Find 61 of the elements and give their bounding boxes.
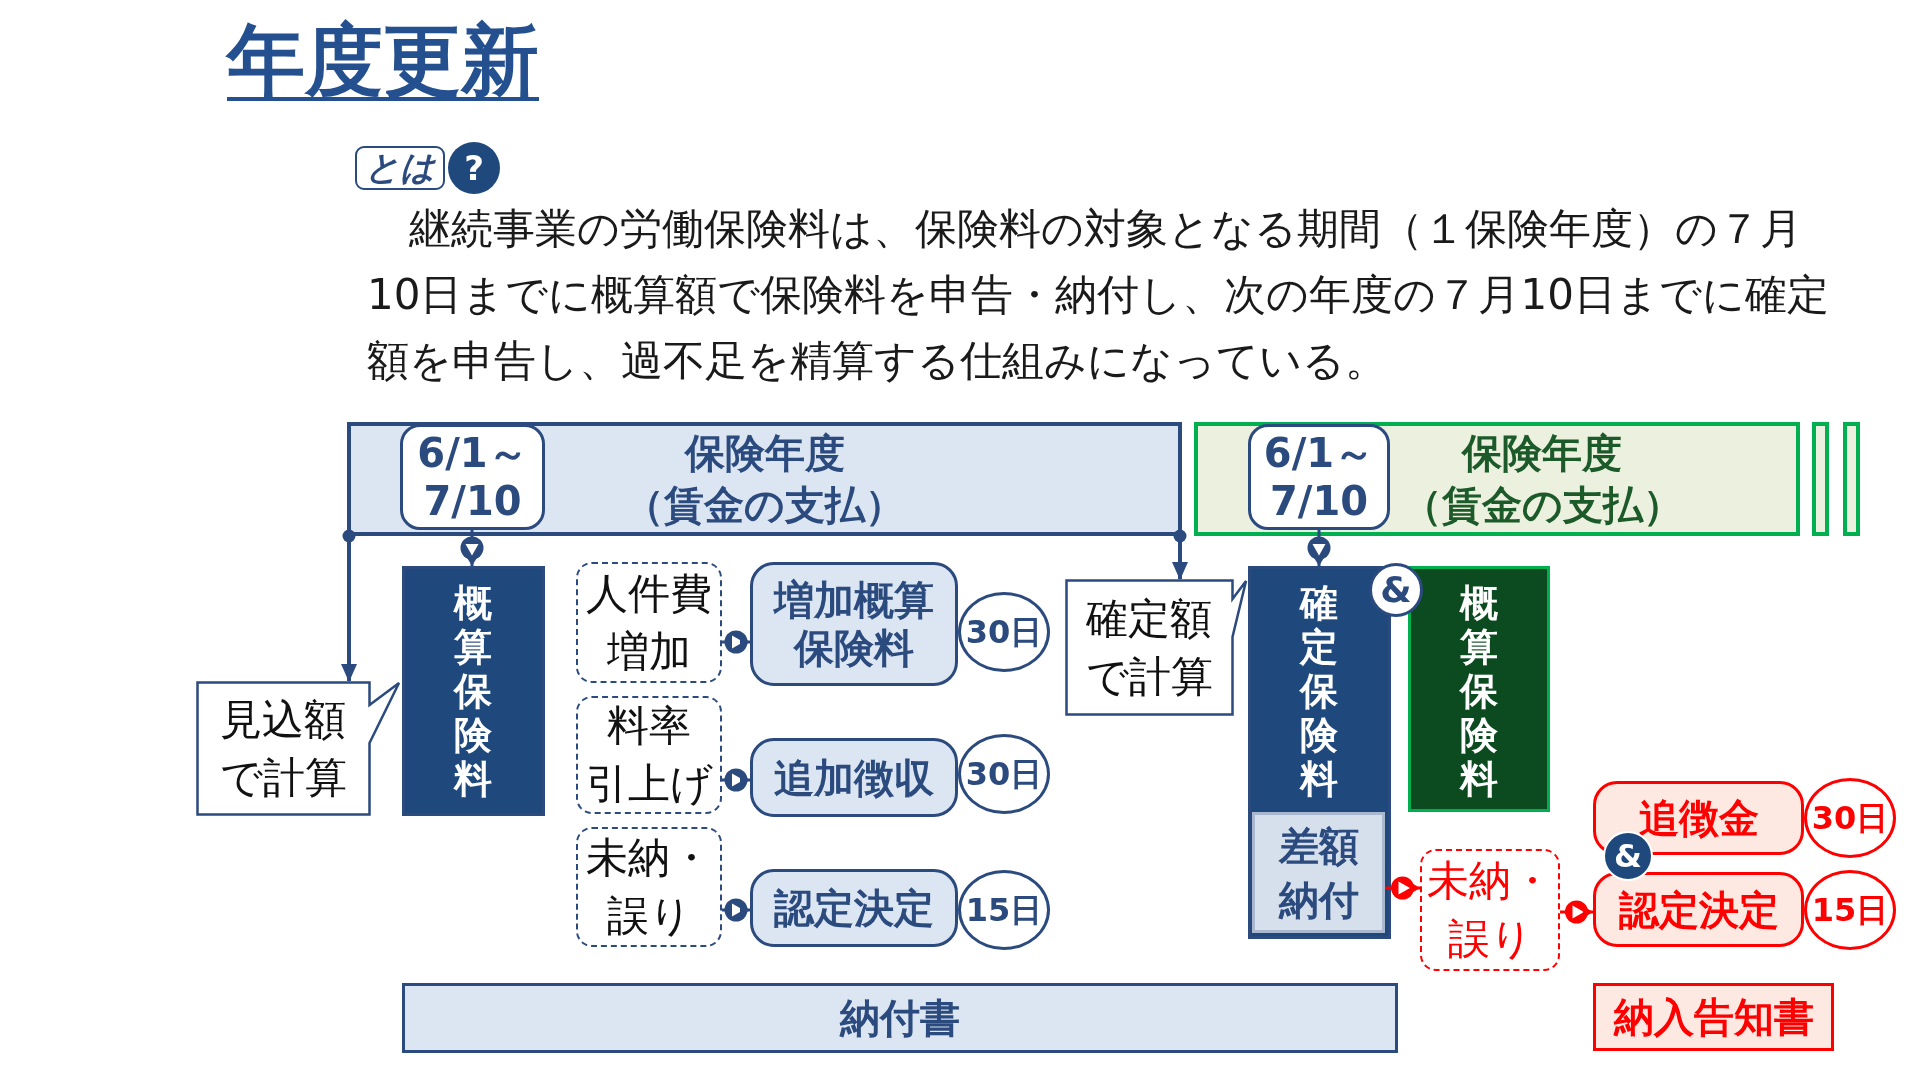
procedure-panel [750,738,958,817]
chevron-arrow [722,630,750,654]
procedure-panel [750,562,958,686]
condition-frame [576,827,722,947]
date-range-label: 6/1～7/10 [416,429,529,525]
condition-label: 人件費増加 [585,567,713,678]
condition-label: 未納・誤り [1426,855,1554,965]
date-range-label: 6/1～7/10 [1262,429,1376,525]
year-subtitle: （賃金の支払） [1401,481,1683,530]
chevron-arrow [722,768,750,792]
continuation-mark [1812,422,1829,536]
chevron-arrow [460,530,484,566]
day-count-label: 15日 [1811,892,1889,928]
day-count-label: 30日 [965,614,1043,650]
procedure-panel [750,869,958,947]
procedure-label: 認定決定 [1617,885,1780,934]
chevron-arrow [1385,876,1420,900]
premium-panel [402,566,545,816]
question-mark: ? [448,142,500,194]
year-title: 保険年度 [684,429,845,478]
arrow [1172,529,1188,580]
callout-bubble [1065,579,1248,716]
premium-label: 概算保険料 [452,581,494,801]
day-count-label: 15日 [965,892,1043,928]
year-subtitle: （賃金の支払） [624,481,905,530]
difference-payment-label: 差額納付 [1277,821,1360,925]
chevron-arrow [722,898,750,922]
topic-tag: とは [355,146,445,190]
intro-paragraph: 継続事業の労働保険料は、保険料の対象となる期間（１保険年度）の７月10日までに概算額で保険料を申告・納付し、次の年度の７月10日までに確定額を申告し、過不足を精算する仕組みになっている。 [367,203,1830,387]
difference-payment-panel [1252,812,1385,933]
procedure-label: 増加概算保険料 [772,576,935,672]
premium-label: 確定保険料 [1298,581,1340,801]
arrow [341,529,357,682]
premium-panel [1408,566,1550,812]
condition-label: 未納・誤り [585,832,713,942]
chevron-arrow [1560,900,1593,924]
payment-slip-bar [402,983,1398,1053]
continuation-mark [1843,422,1860,536]
callout-label: 見込額で計算 [219,693,348,804]
condition-label: 料率引上げ [584,700,714,810]
procedure-label: 追加徴収 [773,753,935,802]
page-title: 年度更新 [227,14,539,107]
callout-bubble [196,681,400,816]
day-count-label: 30日 [1811,800,1889,836]
procedure-panel [1593,872,1804,947]
premium-label: 概算保険料 [1458,581,1499,801]
procedure-label: 認定決定 [772,884,935,932]
condition-frame [576,696,722,814]
insurance-year-bar [347,422,1182,536]
insurance-year-bar [1194,422,1800,536]
callout-label: 確定額で計算 [1085,592,1214,703]
payment-slip-label: 納付書 [840,994,960,1043]
condition-frame [1420,849,1560,971]
chevron-arrow [1307,530,1331,566]
year-title: 保険年度 [1462,429,1622,478]
condition-frame [576,562,722,683]
payment-notice-label: 納入告知書 [1613,993,1814,1042]
date-tab [1248,424,1390,530]
date-tab [400,424,545,530]
day-count-label: 30日 [965,756,1043,792]
payment-notice-panel [1593,983,1834,1051]
